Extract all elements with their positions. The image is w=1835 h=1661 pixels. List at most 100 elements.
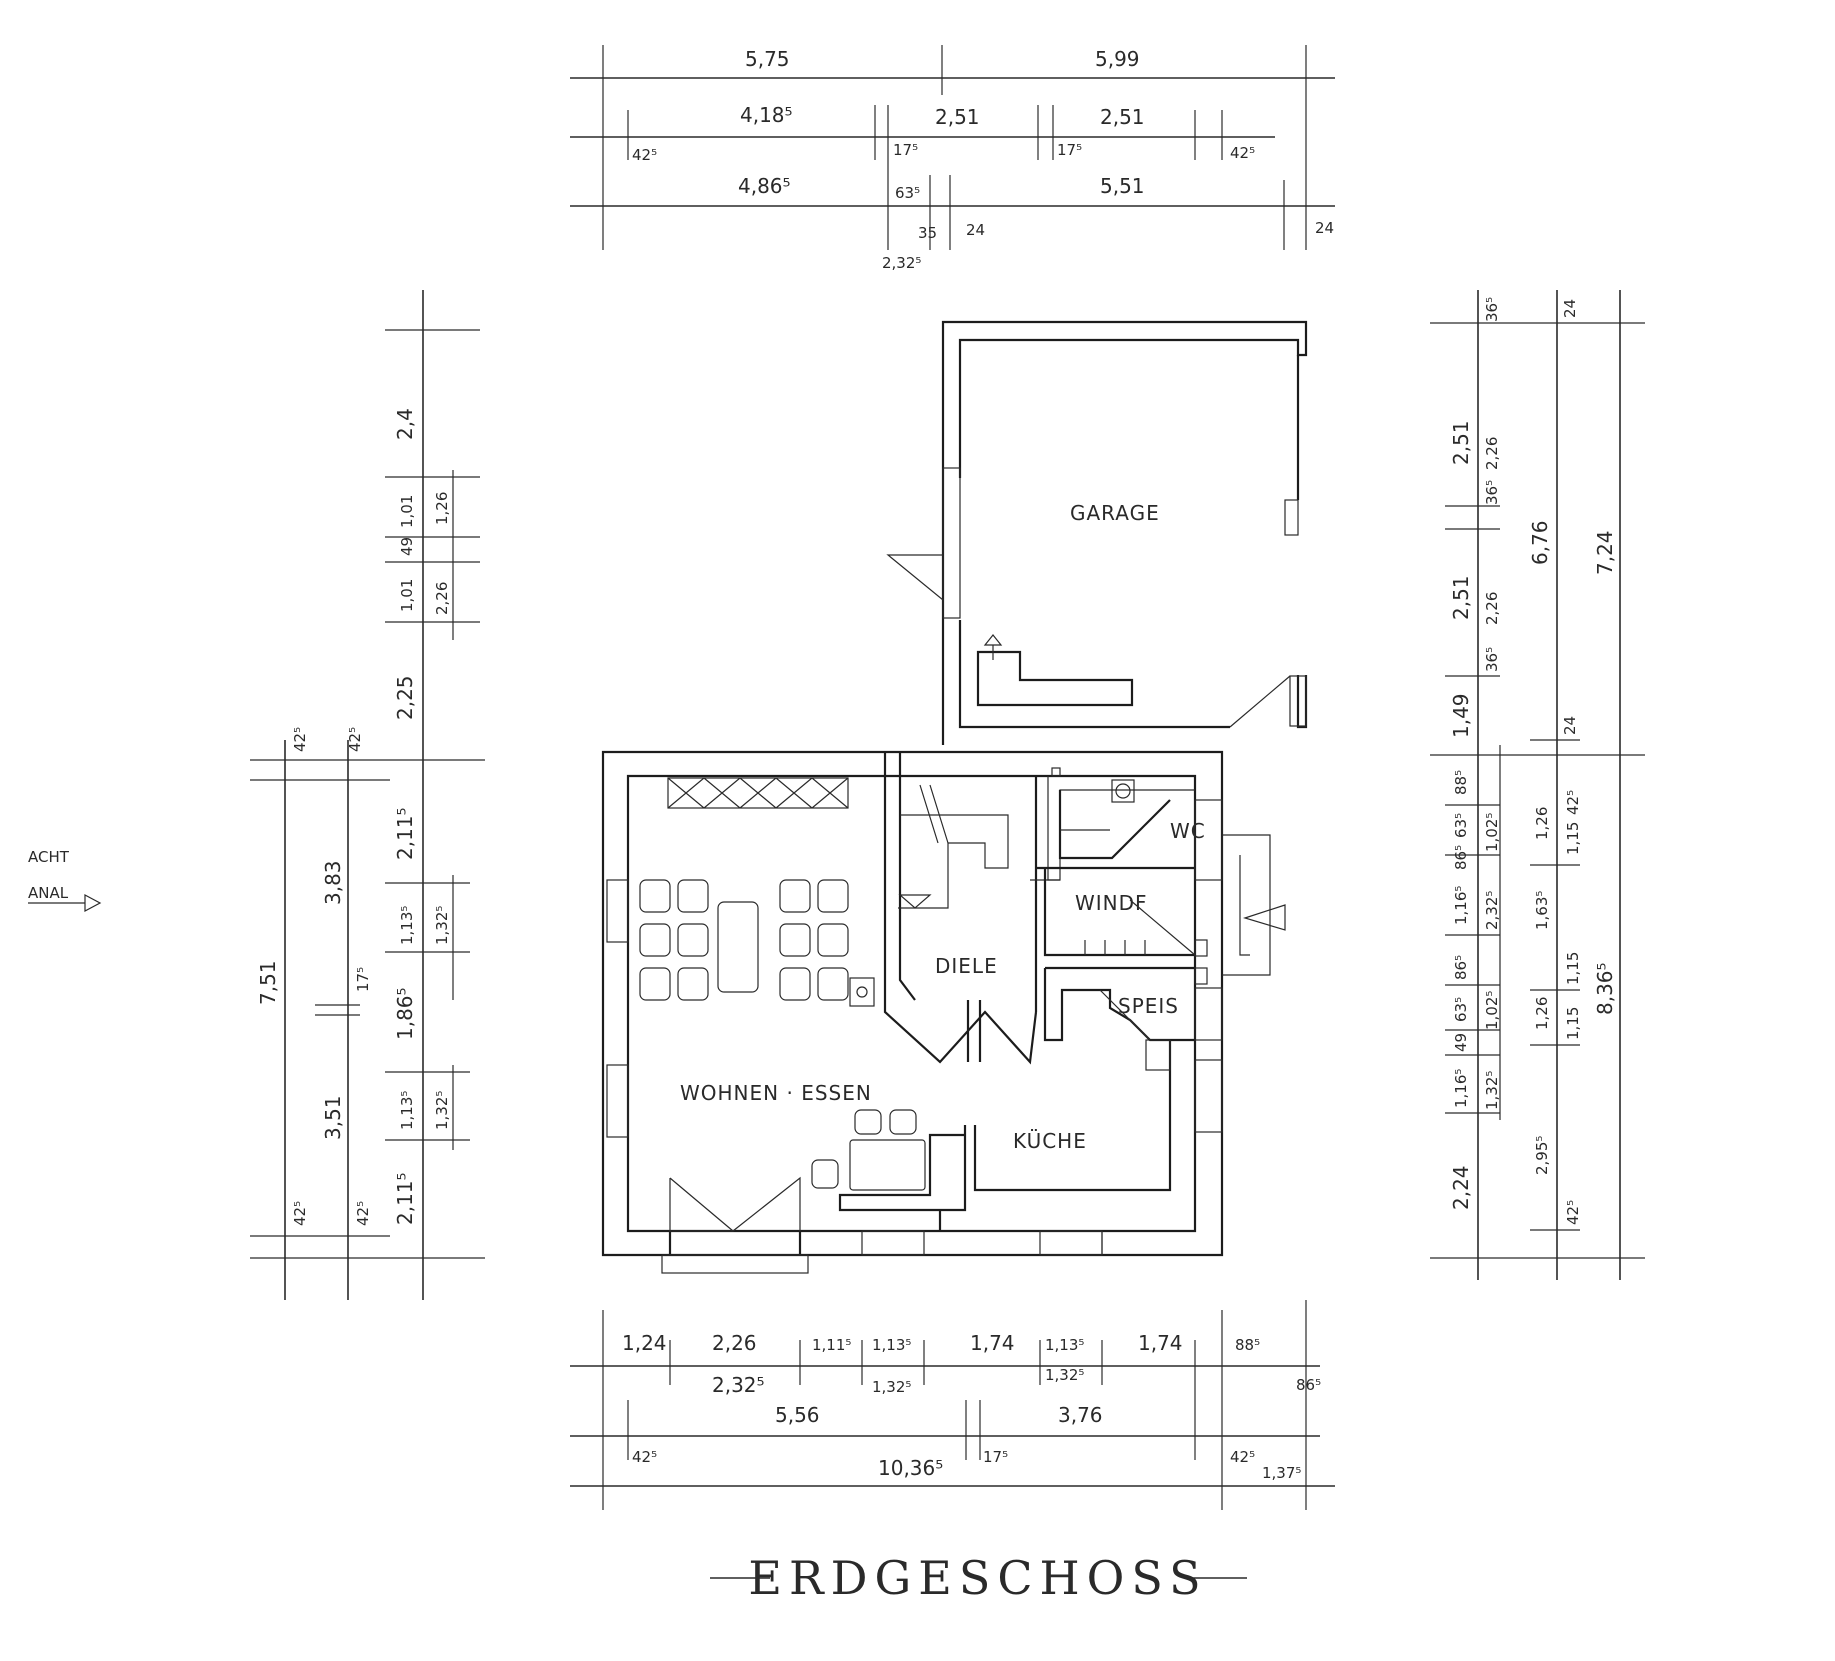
right-dim-2-32: 2,32⁵ [1483, 891, 1501, 930]
right-dim-42b: 42⁵ [1564, 1200, 1582, 1225]
left-dim-42a: 42⁵ [291, 727, 309, 752]
right-dim-1-02a: 1,02⁵ [1483, 813, 1501, 852]
right-dim-86b: 86⁵ [1452, 955, 1470, 980]
right-dim-36a: 36⁵ [1483, 297, 1501, 322]
right-dim-24b: 24 [1561, 716, 1579, 735]
top-dim-42a: 42⁵ [632, 146, 657, 164]
right-dim-1-02b: 1,02⁵ [1483, 991, 1501, 1030]
bottom-dim-88: 88⁵ [1235, 1336, 1260, 1354]
bottom-dim-1-13a: 1,13⁵ [872, 1336, 911, 1354]
right-dim-2-26a: 2,26 [1483, 437, 1501, 470]
top-dim-24b: 24 [1315, 219, 1334, 237]
bottom-dim-1-11: 1,11⁵ [812, 1336, 851, 1354]
right-dim-1-26a: 1,26 [1533, 807, 1551, 840]
top-dim-4-18: 4,18⁵ [740, 103, 793, 127]
section-marker [28, 894, 102, 912]
top-dim-24a: 24 [966, 221, 985, 239]
right-dim-1-15a: 1,15 [1564, 822, 1582, 855]
right-dim-2-26b: 2,26 [1483, 592, 1501, 625]
left-dim-3-51: 3,51 [321, 1095, 345, 1140]
right-dim-1-63: 1,63⁵ [1533, 891, 1551, 930]
right-dim-1-16b: 1,16⁵ [1452, 1069, 1470, 1108]
bottom-dim-1-74a: 1,74 [970, 1331, 1015, 1355]
left-dim-1-32a: 1,32⁵ [433, 906, 451, 945]
right-dim-36b: 36⁵ [1483, 480, 1501, 505]
bottom-dim-3-76: 3,76 [1058, 1403, 1103, 1427]
left-dim-1-01b: 1,01 [398, 579, 416, 612]
right-dim-2-51b: 2,51 [1449, 575, 1473, 620]
right-dim-6-76: 6,76 [1528, 520, 1552, 565]
furniture [639, 879, 926, 1191]
left-dim-1-13a: 1,13⁵ [398, 906, 416, 945]
left-dim-2-11b: 2,11⁵ [393, 1172, 417, 1225]
bottom-dim-1-32b: 1,32⁵ [1045, 1366, 1084, 1384]
left-dim-42b: 42⁵ [291, 1201, 309, 1226]
right-dim-1-15b: 1,15 [1564, 952, 1582, 985]
bottom-dim-1-32a: 1,32⁵ [872, 1378, 911, 1396]
top-dim-17b: 17⁵ [1057, 141, 1082, 159]
house-walls [601, 750, 1286, 1274]
bottom-dim-10-36: 10,36⁵ [878, 1456, 943, 1480]
drawing-title: ERDGESCHOSS [748, 1551, 1207, 1605]
bottom-dim-1-74b: 1,74 [1138, 1331, 1183, 1355]
left-dimension-chains [250, 290, 485, 1300]
top-dim-63: 63⁵ [895, 184, 920, 202]
right-dim-24a: 24 [1561, 299, 1579, 318]
top-dim-35: 35 [918, 224, 937, 242]
right-dim-49: 49 [1452, 1033, 1470, 1052]
bottom-dimension-chains [570, 1300, 1335, 1510]
top-dim-2-32: 2,32⁵ [882, 254, 921, 272]
left-dim-3-83: 3,83 [321, 860, 345, 905]
right-dim-1-16a: 1,16⁵ [1452, 886, 1470, 925]
right-dim-2-95: 2,95⁵ [1533, 1136, 1551, 1175]
bottom-dim-2-32: 2,32⁵ [712, 1373, 765, 1397]
left-dim-2-25: 2,25 [393, 675, 417, 720]
left-dim-42c: 42⁵ [346, 727, 364, 752]
left-dim-2-11a: 2,11⁵ [393, 807, 417, 860]
left-dim-1-13b: 1,13⁵ [398, 1091, 416, 1130]
bottom-dim-86: 86⁵ [1296, 1376, 1321, 1394]
top-dimension-chains [570, 45, 1335, 250]
right-dim-63a: 63⁵ [1452, 813, 1470, 838]
room-label-diele: DIELE [935, 954, 998, 978]
top-dim-4-86: 4,86⁵ [738, 174, 791, 198]
bottom-dim-1-37: 1,37⁵ [1262, 1464, 1301, 1482]
right-dim-1-49: 1,49 [1449, 693, 1473, 738]
top-dim-17a: 17⁵ [893, 141, 918, 159]
right-dim-1-32: 1,32⁵ [1483, 1071, 1501, 1110]
right-dim-8-36: 8,36⁵ [1593, 962, 1617, 1015]
right-dim-1-26b: 1,26 [1533, 997, 1551, 1030]
bottom-dim-2-26: 2,26 [712, 1331, 757, 1355]
right-dim-42a: 42⁵ [1564, 790, 1582, 815]
section-marker-line2: ANAL [28, 884, 69, 902]
bottom-dim-1-24: 1,24 [622, 1331, 667, 1355]
right-dim-88: 88⁵ [1452, 770, 1470, 795]
bottom-dim-5-56: 5,56 [775, 1403, 820, 1427]
left-dim-1-32b: 1,32⁵ [433, 1091, 451, 1130]
room-label-wc: WC [1170, 819, 1206, 843]
right-dim-2-51a: 2,51 [1449, 420, 1473, 465]
room-label-garage: GARAGE [1070, 501, 1160, 525]
left-dim-1-86: 1,86⁵ [393, 987, 417, 1040]
left-dim-1-01a: 1,01 [398, 495, 416, 528]
right-dim-86a: 86⁵ [1452, 845, 1470, 870]
top-dim-5-99: 5,99 [1095, 47, 1140, 71]
left-dim-2-26: 2,26 [433, 582, 451, 615]
room-label-wohnen-essen: WOHNEN · ESSEN [680, 1081, 872, 1105]
section-marker-line1: ACHT [28, 848, 70, 866]
left-dim-2-4: 2,4 [393, 408, 417, 440]
bottom-dim-42b: 42⁵ [1230, 1448, 1255, 1466]
right-dim-63b: 63⁵ [1452, 997, 1470, 1022]
room-label-speis: SPEIS [1118, 994, 1179, 1018]
top-dim-2-51a: 2,51 [935, 105, 980, 129]
garage-walls [886, 320, 1308, 745]
left-dim-49: 49 [398, 537, 416, 556]
bottom-dim-17: 17⁵ [983, 1448, 1008, 1466]
left-dim-42d: 42⁵ [354, 1201, 372, 1226]
left-dim-7-51: 7,51 [256, 960, 280, 1005]
top-dim-42b: 42⁵ [1230, 144, 1255, 162]
right-dim-1-15c: 1,15 [1564, 1007, 1582, 1040]
left-dim-1-26: 1,26 [433, 492, 451, 525]
